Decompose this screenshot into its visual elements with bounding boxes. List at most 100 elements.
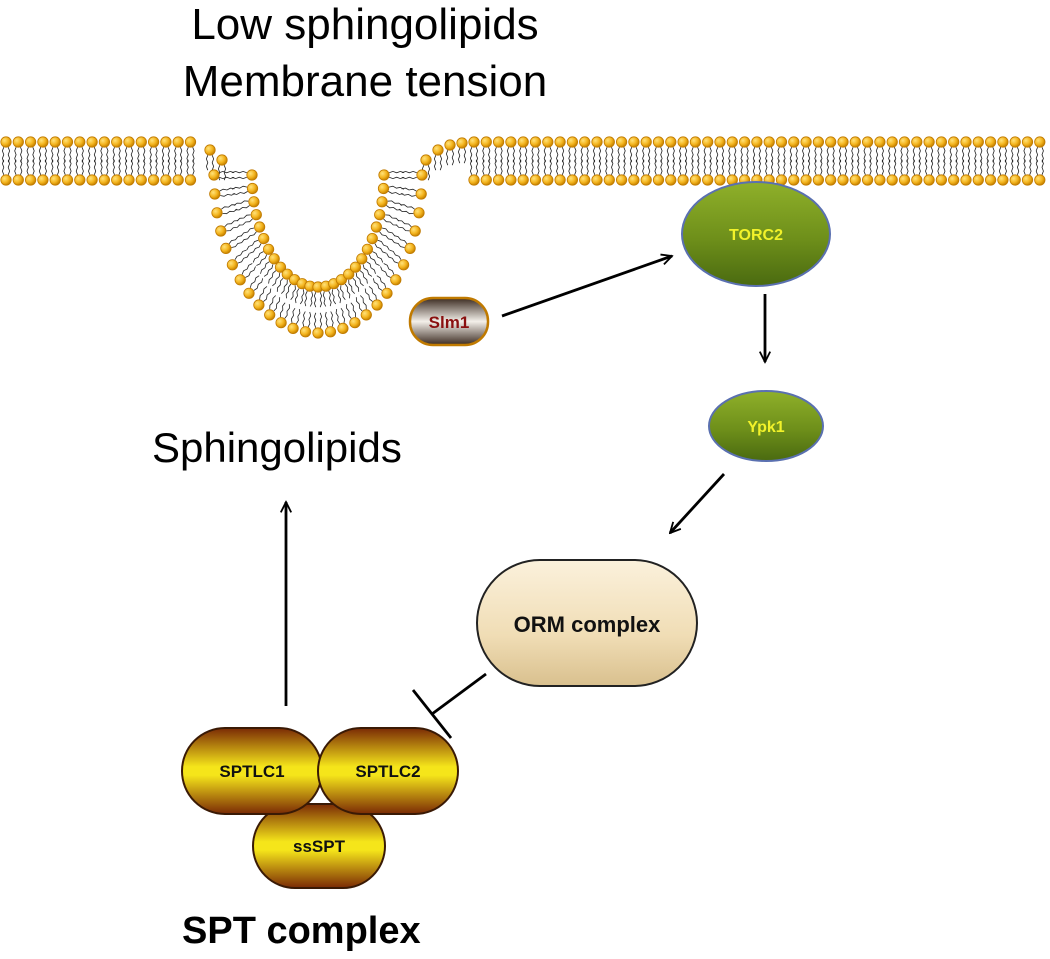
lipid-head — [652, 136, 665, 148]
lipid-head — [37, 174, 49, 186]
lipid-head — [726, 136, 738, 148]
lipid-head — [591, 136, 603, 148]
lipid-head — [591, 174, 603, 186]
lipid-head — [542, 136, 554, 148]
lipid-head — [25, 174, 37, 186]
lipid-head — [349, 261, 362, 273]
lipid-head — [111, 174, 123, 186]
lipid-head — [997, 174, 1009, 186]
lipid-head — [312, 327, 324, 339]
lipid-head — [381, 287, 393, 299]
lipid-head — [911, 136, 923, 148]
lipid-head — [220, 242, 232, 254]
lipid-head — [849, 174, 861, 186]
ypk1-node: Ypk1 — [708, 390, 824, 462]
lipid-head — [209, 188, 221, 200]
lipid-head — [923, 136, 935, 148]
lipid-head — [299, 326, 312, 338]
lipid-head — [948, 174, 960, 186]
lipid-head — [468, 136, 480, 148]
lipid-head — [886, 136, 898, 148]
lipid-head — [935, 174, 948, 186]
lipid-head — [360, 309, 372, 321]
lipid-head — [505, 136, 517, 148]
lipid-head — [603, 136, 615, 148]
lipid-head — [529, 174, 542, 186]
lipid-head — [492, 136, 505, 148]
lipid-head — [972, 136, 984, 148]
lipid-head — [371, 299, 383, 311]
ssspt-subunit: ssSPT — [252, 803, 386, 889]
lipid-head — [898, 136, 911, 148]
lipid-head — [287, 322, 299, 334]
lipid-head — [98, 136, 111, 148]
lipid-head — [738, 136, 751, 148]
lipid-head — [123, 174, 135, 186]
lipid-head — [529, 136, 542, 148]
lipid-head — [184, 136, 197, 148]
lipid-head — [172, 174, 184, 186]
lipid-head — [37, 136, 49, 148]
lipid-head — [861, 174, 874, 186]
lipid-head — [413, 207, 425, 219]
lipid-head — [812, 136, 825, 148]
lipid-head — [123, 136, 135, 148]
lipid-head — [404, 242, 416, 254]
lipid-head — [432, 144, 444, 156]
lipid-head — [25, 136, 37, 148]
lipid-head — [356, 253, 368, 265]
lipid-head — [248, 196, 260, 208]
lipid-head — [377, 182, 390, 195]
lipid-head — [444, 139, 456, 151]
lipid-head — [49, 136, 61, 148]
lipid-head — [689, 174, 702, 186]
lipid-head — [775, 136, 788, 148]
lipid-head — [886, 174, 898, 186]
lipid-head — [825, 174, 837, 186]
sptlc1-label: SPTLC1 — [219, 762, 284, 781]
lipid-head — [275, 317, 287, 329]
lipid-head — [215, 225, 227, 237]
lipid-head — [1034, 136, 1046, 148]
lipid-head — [628, 174, 640, 186]
lipid-head — [579, 174, 591, 186]
lipid-head — [861, 136, 874, 148]
lipid-head — [652, 174, 665, 186]
lipid-head — [1009, 174, 1021, 186]
lipid-head — [211, 207, 223, 219]
lipid-head — [517, 136, 529, 148]
lipid-head — [409, 225, 421, 237]
lipid-head — [397, 259, 410, 271]
lipid-head — [677, 136, 689, 148]
lipid-head — [923, 174, 935, 186]
lipid-head — [160, 174, 172, 186]
lipid-head — [800, 174, 812, 186]
lipid-head — [74, 136, 86, 148]
arrow-ypk1-to-orm — [670, 473, 726, 533]
lipid-head — [640, 174, 652, 186]
lipid-head — [837, 136, 849, 148]
title-line-1: Low sphingolipids — [191, 0, 539, 49]
orm-complex-label: ORM complex — [514, 612, 661, 637]
title-line-2: Membrane tension — [182, 57, 548, 106]
spt-complex-node: ssSPT SPTLC1 SPTLC2 — [181, 727, 459, 889]
lipid-head — [800, 136, 812, 148]
lipid-head — [208, 169, 220, 181]
lipid-head — [984, 174, 997, 186]
lipid-head — [343, 268, 355, 280]
lipid-head — [366, 233, 378, 245]
lipid-head — [812, 174, 825, 186]
torc2-node: TORC2 — [681, 181, 831, 287]
lipid-head — [246, 169, 258, 181]
lipid-head — [554, 174, 566, 186]
lipid-head — [702, 174, 714, 186]
lipid-head — [0, 136, 12, 148]
inhibition-orm-to-spt — [411, 672, 487, 739]
lipid-head — [324, 326, 337, 338]
lipid-head — [86, 136, 98, 148]
lipid-head — [972, 174, 984, 186]
lipid-head — [689, 136, 702, 148]
lipid-head — [1021, 136, 1034, 148]
lipid-head — [337, 322, 349, 334]
